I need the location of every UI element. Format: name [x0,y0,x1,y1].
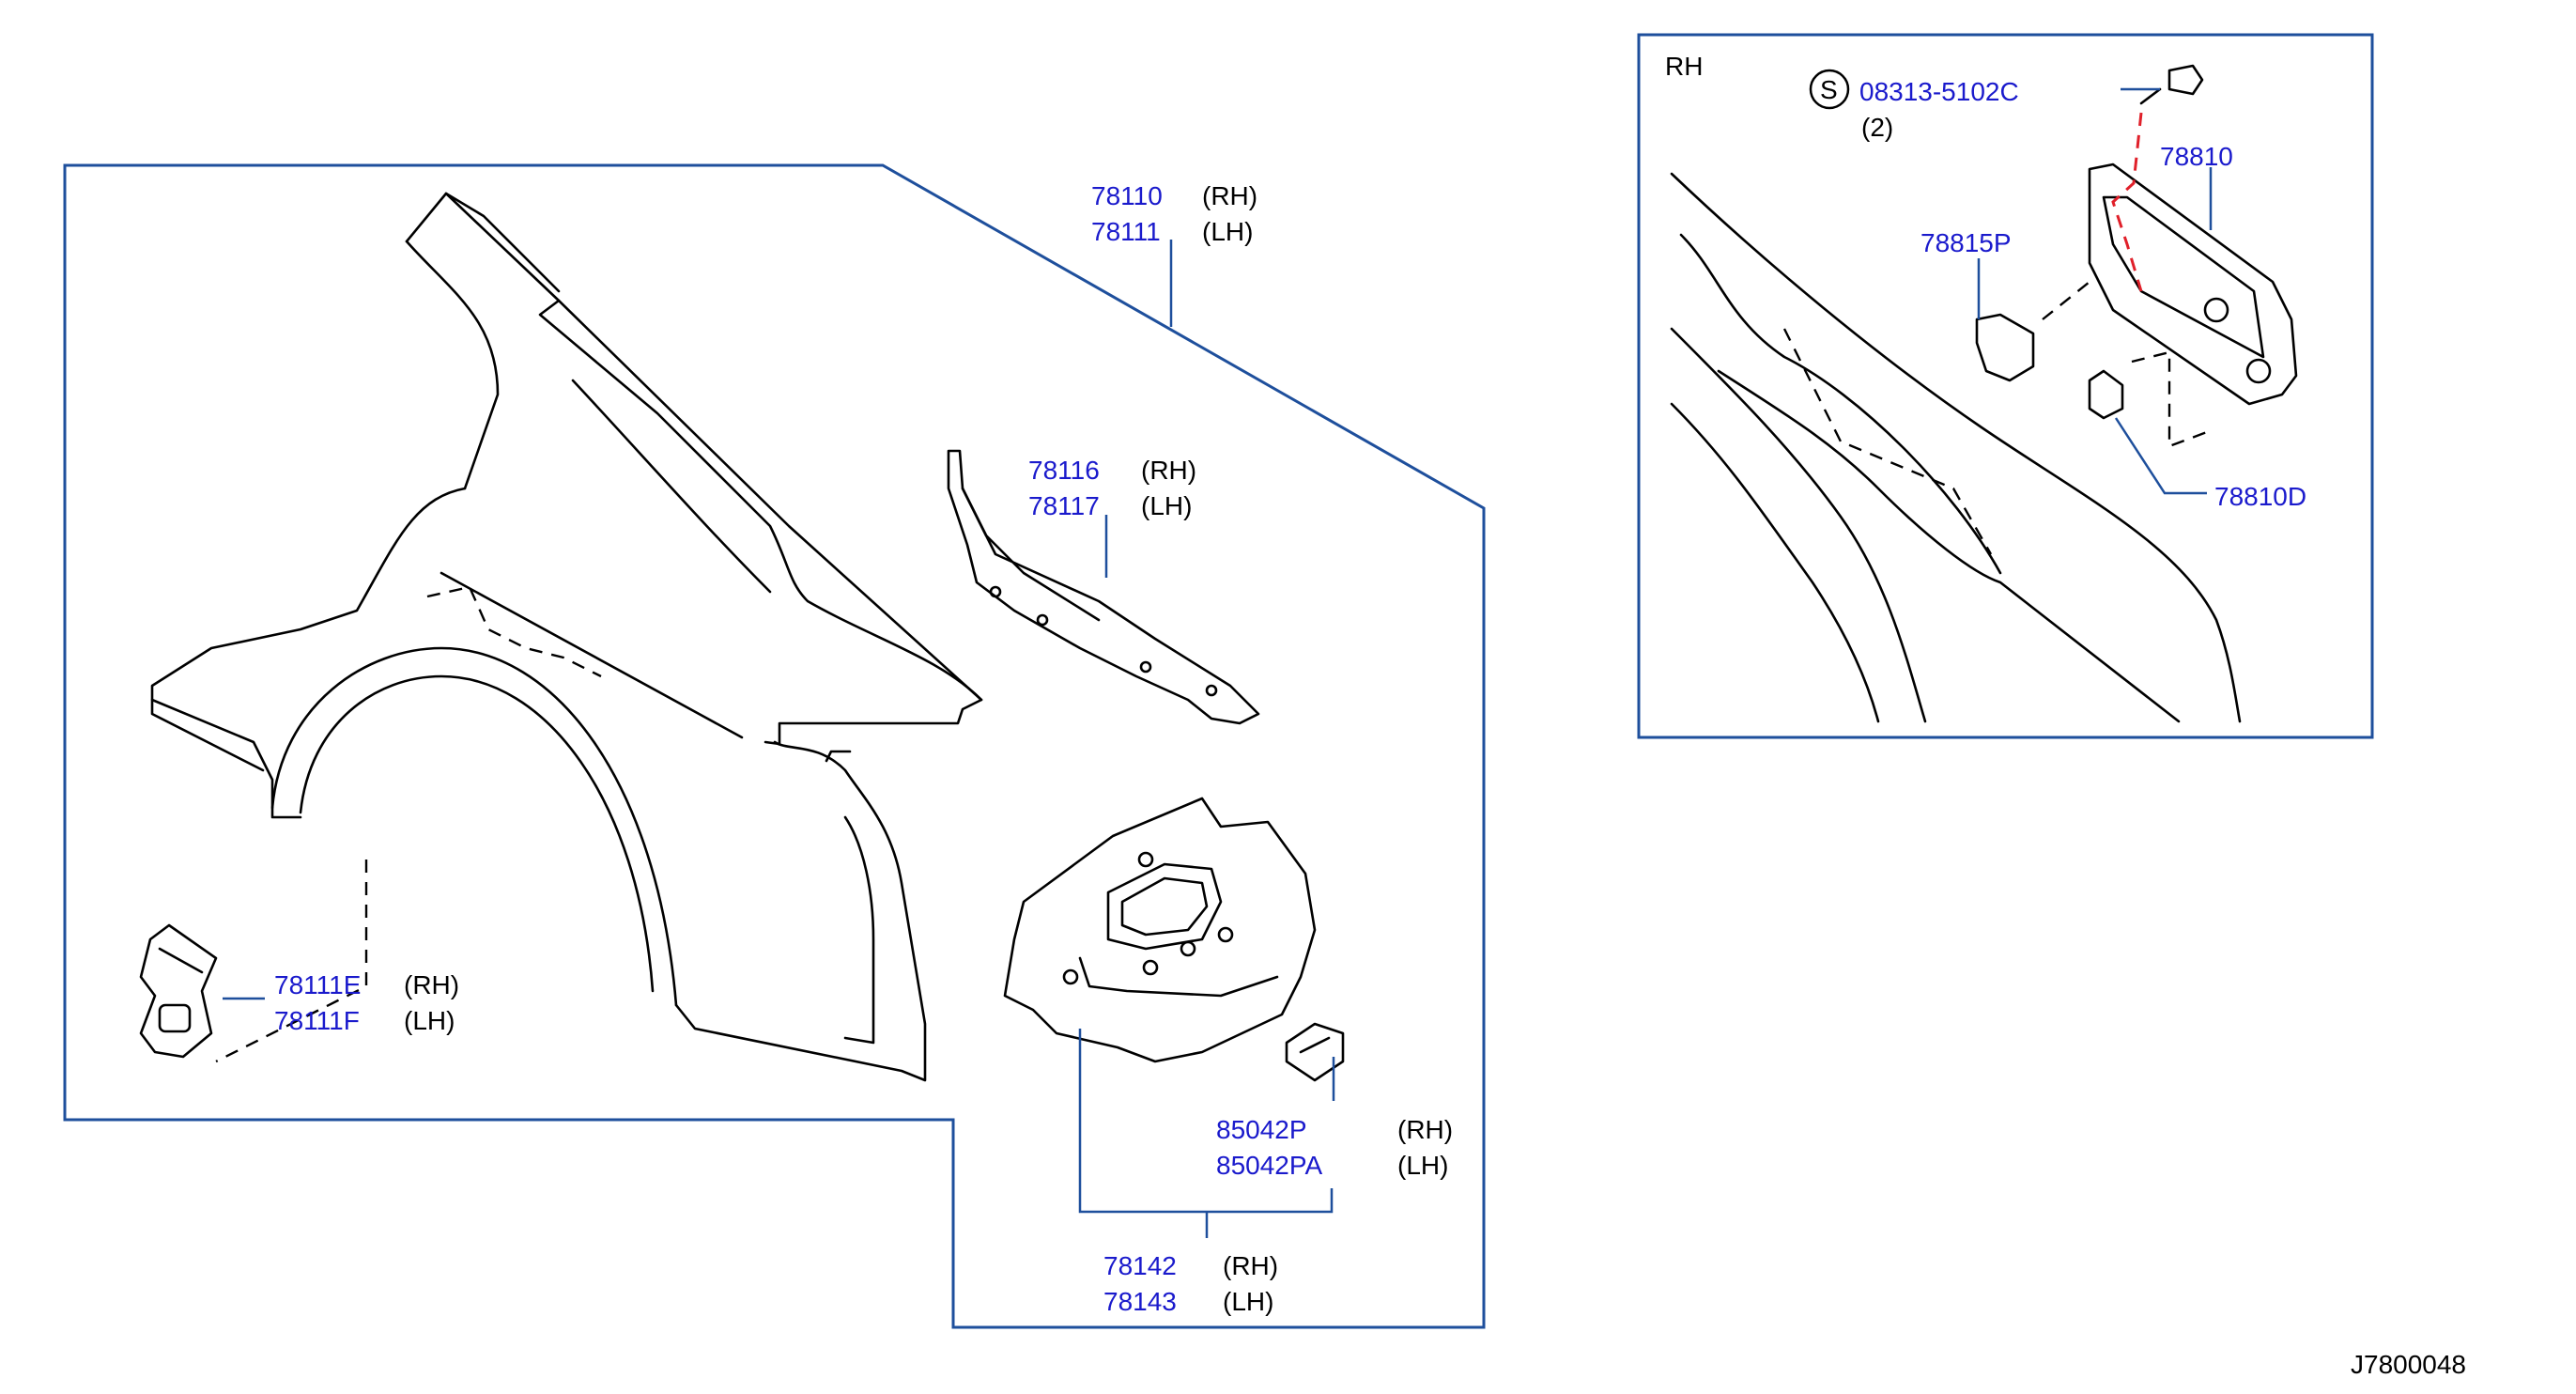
lid-part-number: 78810 [2160,142,2233,171]
fender-lh-side: (LH) [1202,217,1253,246]
inner-panel-rh-side: (RH) [1223,1251,1278,1280]
main-frame [63,163,1486,1329]
inset-body-drawing [1670,172,2242,723]
quarter-panel-drawing [150,192,983,1082]
extension-rh-side: (RH) [1141,456,1196,485]
bracket-lh-number: 78111F [274,1006,360,1035]
bracket-lh-side: (LH) [404,1006,455,1035]
extension-lh-number: 78117 [1028,491,1100,520]
fuel-lid-drawing [2088,163,2298,406]
gusset-rh-number: 85042P [1216,1115,1307,1144]
screw-part-number: 08313-5102C [1859,77,2019,106]
screw-symbol-circle [1809,69,1850,110]
inset-side-label: RH [1665,52,1703,81]
leader-78810D [2114,417,2207,495]
gusset-lh-number: 85042PA [1216,1151,1322,1180]
extension-lh-side: (LH) [1141,491,1192,520]
bracket-rh-side: (RH) [404,970,459,999]
inner-panel-lh-side: (LH) [1223,1287,1273,1316]
inset-frame [1637,33,2374,739]
diagram-id: J7800048 [2351,1350,2466,1379]
inner-panel-drawing [1003,797,1317,1063]
fender-rh-number: 78110 [1091,181,1163,210]
screw-quantity: (2) [1861,113,1893,142]
screw-leader-line [2111,112,2143,292]
fender-rh-side: (RH) [1202,181,1257,210]
bracket-drawing [139,923,218,1059]
gusset-rh-side: (RH) [1397,1115,1453,1144]
bracket-rh-number: 78111E [274,970,361,999]
screw-symbol: S [1820,75,1838,104]
inner-panel-lh-number: 78143 [1103,1287,1177,1316]
gusset-drawing [1285,1022,1345,1082]
gusset-lh-side: (LH) [1397,1151,1448,1180]
clip-part-number: 78815P [1920,228,2012,257]
bumper-drawing [2088,369,2124,420]
extension-rh-number: 78116 [1028,456,1100,485]
clip-drawing [1975,313,2035,382]
bumper-part-number: 78810D [2214,482,2306,511]
screw-drawing [2139,64,2204,105]
inner-panel-rh-number: 78142 [1103,1251,1177,1280]
fender-lh-number: 78111 [1091,217,1161,246]
extension-drawing [947,449,1260,725]
